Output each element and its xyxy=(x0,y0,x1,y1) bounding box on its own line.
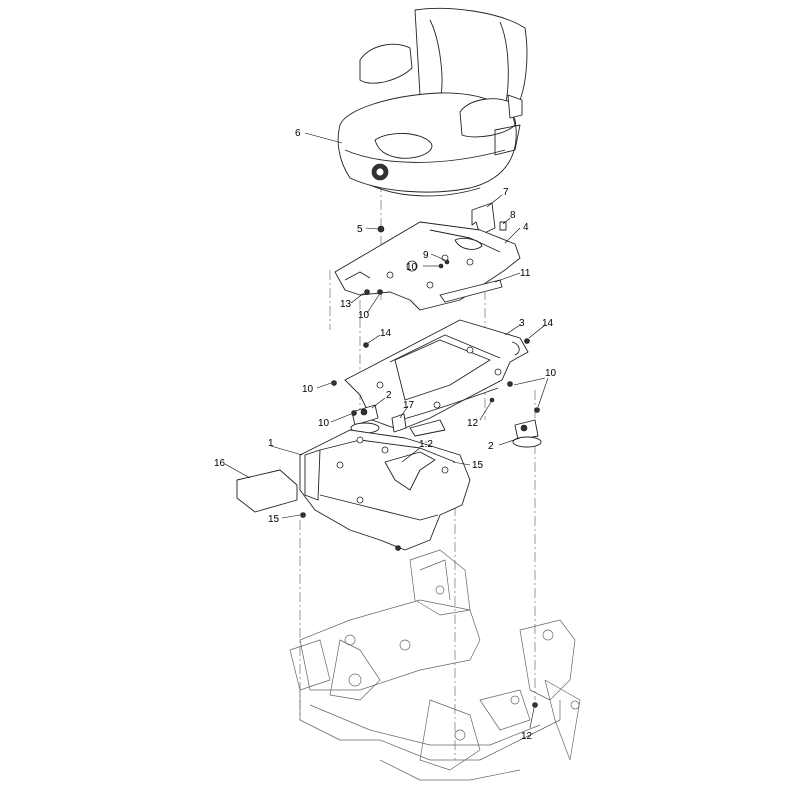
callout-labels: 6 7 8 4 5 9 10 11 13 10 14 3 14 10 10 2 … xyxy=(214,128,557,742)
callout-8[interactable]: 8 xyxy=(510,210,516,221)
callout-14[interactable]: 14 xyxy=(380,328,392,339)
callout-12[interactable]: 12 xyxy=(467,418,479,429)
clip-17[interactable] xyxy=(391,413,407,433)
pan-1[interactable] xyxy=(299,429,471,551)
callout-3[interactable]: 3 xyxy=(519,318,525,329)
callout-14[interactable]: 14 xyxy=(542,318,554,329)
leader-lines xyxy=(224,132,549,729)
frame-chassis xyxy=(289,549,581,781)
isolator-2-left[interactable] xyxy=(350,404,380,434)
callout-2[interactable]: 2 xyxy=(488,441,494,452)
callout-10[interactable]: 10 xyxy=(545,368,557,379)
callout-1-2[interactable]: 1:2 xyxy=(419,439,433,450)
callout-1[interactable]: 1 xyxy=(268,438,274,449)
callout-10[interactable]: 10 xyxy=(406,262,418,273)
callout-9[interactable]: 9 xyxy=(423,250,429,261)
callout-16[interactable]: 16 xyxy=(214,458,226,469)
isolator-2-right[interactable] xyxy=(512,419,542,448)
callout-5[interactable]: 5 xyxy=(357,224,363,235)
hardware-upper xyxy=(364,259,450,295)
callout-12[interactable]: 12 xyxy=(521,731,533,742)
callout-10[interactable]: 10 xyxy=(358,310,370,321)
callout-4[interactable]: 4 xyxy=(523,222,529,233)
callout-15[interactable]: 15 xyxy=(472,460,484,471)
callout-10[interactable]: 10 xyxy=(318,418,330,429)
callout-17[interactable]: 17 xyxy=(403,400,415,411)
seat-assembly[interactable] xyxy=(337,7,528,197)
bracket-7[interactable] xyxy=(471,202,507,236)
pad-16[interactable] xyxy=(236,469,298,513)
callout-13[interactable]: 13 xyxy=(340,299,352,310)
callout-15[interactable]: 15 xyxy=(268,514,280,525)
callout-6[interactable]: 6 xyxy=(295,128,301,139)
callout-2[interactable]: 2 xyxy=(386,390,392,401)
callout-7[interactable]: 7 xyxy=(503,187,509,198)
callout-11[interactable]: 11 xyxy=(520,268,531,279)
callout-10[interactable]: 10 xyxy=(302,384,314,395)
